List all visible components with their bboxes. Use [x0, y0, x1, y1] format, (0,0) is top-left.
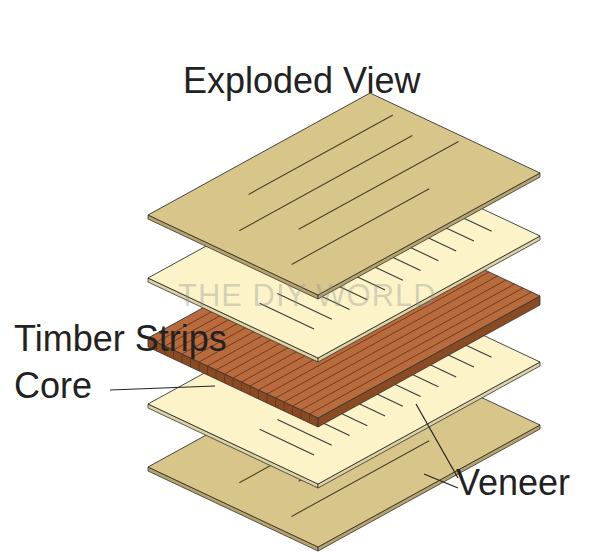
timber-strip-line — [190, 358, 191, 367]
timber-strip-line — [267, 394, 268, 403]
timber-strip-line — [309, 414, 310, 423]
timber-strip-line — [275, 398, 276, 407]
leader-line — [424, 474, 458, 488]
grain-line — [292, 189, 430, 265]
leader-line — [416, 404, 458, 478]
timber-strip-line — [301, 410, 302, 419]
timber-strip-line — [224, 374, 225, 383]
veneer-layer — [148, 93, 540, 299]
part-label: Timber Strips Core — [14, 316, 254, 410]
watermark: THE DIY WORLD — [178, 276, 437, 316]
leader-line — [110, 386, 215, 390]
timber-strip-line — [241, 382, 242, 391]
grain-line — [239, 136, 412, 231]
part-label: Veneer — [456, 460, 570, 507]
layer-face — [148, 93, 540, 295]
timber-strip-line — [258, 390, 259, 399]
diagram-title: Exploded View — [183, 58, 421, 105]
grain-line — [249, 115, 393, 194]
timber-strip-line — [284, 402, 285, 411]
timber-strip-line — [233, 378, 234, 387]
timber-strip-line — [292, 406, 293, 415]
timber-strip-line — [250, 386, 251, 395]
timber-strip-line — [207, 366, 208, 375]
timber-strip-line — [216, 370, 217, 379]
timber-strip-line — [199, 362, 200, 371]
